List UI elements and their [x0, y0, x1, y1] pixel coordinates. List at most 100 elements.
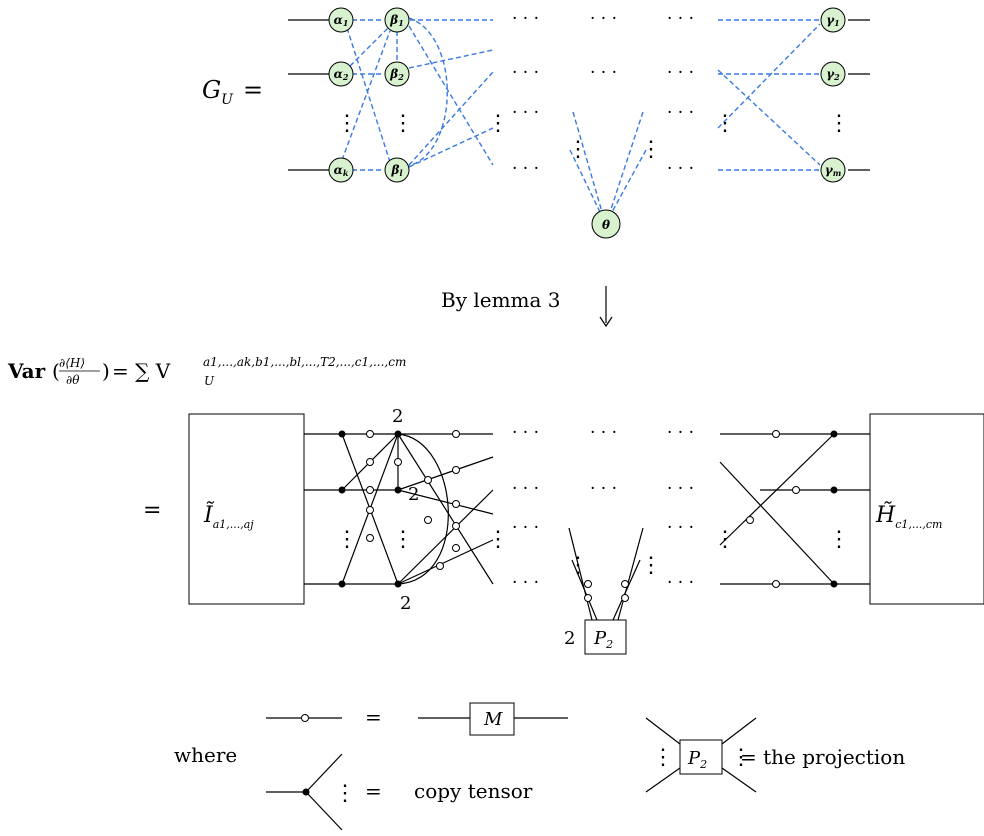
- svg-text:): ): [102, 359, 110, 383]
- p2-box: [584, 619, 627, 655]
- svg-text:β2: β2: [389, 67, 404, 82]
- svg-text:⋮: ⋮: [652, 745, 674, 770]
- svg-text:· · ·: · · ·: [667, 573, 694, 593]
- svg-text:⋮: ⋮: [714, 111, 736, 136]
- p2-box-label: P2: [593, 628, 613, 651]
- copy-dots: [338, 430, 838, 588]
- svg-text:· · ·: · · ·: [667, 103, 694, 123]
- legend-p2-box: [679, 739, 723, 775]
- tensor-network: = Ĩa1,...,aj H̃c1,...,cm: [143, 406, 984, 655]
- svg-text:⋮: ⋮: [392, 527, 414, 552]
- svg-text:⋮: ⋮: [730, 745, 752, 770]
- svg-text:α2: α2: [334, 67, 349, 82]
- m-circles: [366, 430, 800, 602]
- svg-text:γm: γm: [825, 163, 841, 178]
- legend-p2-label: P2: [687, 748, 707, 771]
- legend-copy-label: copy tensor: [414, 779, 533, 803]
- svg-text:θ: θ: [602, 218, 610, 232]
- beta-node-2: β2: [384, 61, 410, 87]
- legend-eq2: =: [365, 779, 382, 803]
- svg-text:· · ·: · · ·: [512, 9, 539, 29]
- dashed-edges: [341, 17, 821, 213]
- variance-equation: Var ( ∂⟨H⟩ ∂θ ) = ∑ V U a1,...,ak,b1,...…: [7, 355, 406, 388]
- svg-text:⋮: ⋮: [567, 553, 589, 578]
- alpha-node-2: α2: [328, 61, 354, 87]
- rhs-sum: = ∑ V: [112, 359, 171, 383]
- legend-eq1: =: [365, 705, 382, 729]
- left-box-I: [188, 413, 305, 605]
- mult-p2: 2: [564, 628, 575, 649]
- mult-top: 2: [392, 406, 403, 427]
- beta-node-l: βl: [384, 157, 410, 183]
- alpha-node-k: αk: [328, 157, 354, 183]
- svg-text:⋮: ⋮: [336, 527, 358, 552]
- svg-text:⋮: ⋮: [487, 111, 509, 136]
- svg-text:⋮: ⋮: [336, 111, 358, 136]
- right-box-label: H̃c1,...,cm: [875, 502, 942, 531]
- svg-text:· · ·: · · ·: [512, 573, 539, 593]
- top-dots: · · · · · · · · · · · · · · · · · · · · …: [336, 9, 850, 179]
- svg-text:· · ·: · · ·: [667, 63, 694, 83]
- svg-text:· · ·: · · ·: [590, 63, 617, 83]
- mult-bottom: 2: [400, 593, 411, 614]
- legend-copy-dot: [302, 788, 310, 796]
- legend: where = M ⋮ = copy tensor P2 ⋮ ⋮ = the p…: [174, 702, 905, 831]
- svg-text:⋮: ⋮: [392, 111, 414, 136]
- legend-m-label: M: [483, 709, 503, 730]
- var-label: Var: [7, 359, 46, 383]
- legend-projection-label: = the projection: [740, 745, 905, 769]
- svg-text:· · ·: · · ·: [512, 159, 539, 179]
- left-box-label: Ĩa1,...,aj: [203, 500, 254, 531]
- svg-text:⋮: ⋮: [334, 781, 356, 806]
- svg-text:αk: αk: [334, 163, 349, 178]
- legend-where: where: [174, 743, 237, 767]
- theta-node: θ: [591, 209, 621, 239]
- svg-text:· · ·: · · ·: [590, 479, 617, 499]
- svg-text:· · ·: · · ·: [512, 518, 539, 538]
- network-equals: =: [143, 498, 161, 523]
- gamma-node-1: γ1: [820, 7, 846, 33]
- svg-text:· · ·: · · ·: [512, 63, 539, 83]
- svg-text:· · ·: · · ·: [667, 423, 694, 443]
- graph-label: GU: [202, 76, 234, 108]
- gamma-node-2: γ2: [820, 61, 846, 87]
- svg-text:· · ·: · · ·: [512, 479, 539, 499]
- svg-text:γ1: γ1: [826, 13, 840, 28]
- alpha-node-1: α1: [328, 7, 354, 33]
- rhs-sub: U: [204, 374, 215, 388]
- svg-text:β1: β1: [389, 13, 404, 28]
- svg-text:(: (: [52, 359, 60, 383]
- network-dots: · · · · · · · · · · · · · · · · · · · · …: [336, 423, 850, 593]
- svg-text:· · ·: · · ·: [590, 423, 617, 443]
- svg-text:⋮: ⋮: [487, 527, 509, 552]
- legend-m-box: [469, 702, 515, 736]
- svg-text:· · ·: · · ·: [667, 9, 694, 29]
- right-box-H: [869, 413, 984, 605]
- svg-text:· · ·: · · ·: [590, 9, 617, 29]
- svg-text:α1: α1: [334, 13, 349, 28]
- svg-text:· · ·: · · ·: [512, 103, 539, 123]
- beta-node-1: β1: [384, 7, 410, 33]
- svg-text:βl: βl: [390, 163, 402, 178]
- svg-text:γ2: γ2: [826, 67, 840, 82]
- graph-equals: =: [243, 76, 263, 104]
- down-arrow-head: [599, 316, 613, 328]
- svg-text:⋮: ⋮: [828, 527, 850, 552]
- lemma-arrow: By lemma 3: [441, 286, 613, 328]
- svg-text:⋮: ⋮: [714, 527, 736, 552]
- mult-mid: 2: [408, 484, 419, 505]
- legend-m-circle: [301, 714, 309, 722]
- svg-text:· · ·: · · ·: [667, 479, 694, 499]
- svg-text:· · ·: · · ·: [512, 423, 539, 443]
- svg-text:· · ·: · · ·: [667, 518, 694, 538]
- top-graph: GU =: [202, 7, 870, 239]
- svg-text:⋮: ⋮: [640, 553, 662, 578]
- gamma-node-m: γm: [820, 157, 846, 183]
- svg-text:⋮: ⋮: [640, 137, 662, 162]
- frac-denominator: ∂θ: [66, 373, 80, 387]
- lemma-label: By lemma 3: [441, 288, 561, 312]
- frac-numerator: ∂⟨H⟩: [59, 356, 85, 370]
- svg-text:⋮: ⋮: [828, 111, 850, 136]
- svg-text:· · ·: · · ·: [667, 159, 694, 179]
- svg-text:⋮: ⋮: [567, 137, 589, 162]
